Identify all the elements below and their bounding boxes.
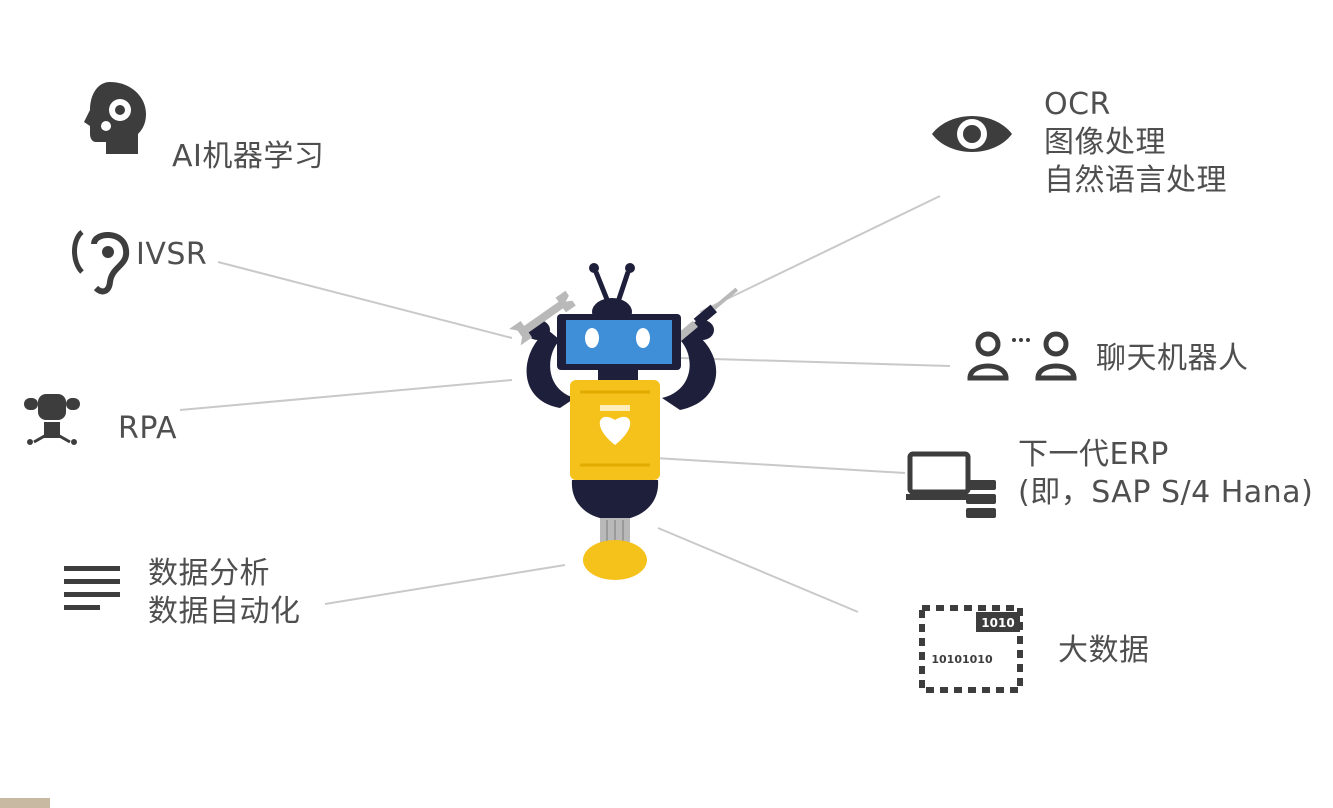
- label-bigdata: 大数据: [1058, 632, 1150, 670]
- robot-bot-icon: [24, 394, 80, 445]
- chip-bottom-label: 10101010: [931, 653, 993, 666]
- text-lines-icon: [64, 566, 120, 610]
- connector-chatbot: [679, 357, 951, 367]
- connector-bigdata: [657, 527, 859, 613]
- label-erp-line-2: (即，SAP S/4 Hana): [1018, 475, 1314, 510]
- robot-illustration: [509, 263, 739, 580]
- label-chatbot-line-1: 聊天机器人: [1096, 341, 1249, 376]
- connector-rpa: [179, 379, 513, 411]
- ear-icon: [72, 230, 130, 295]
- users-chat-icon: [967, 331, 1077, 381]
- corner-mark: [0, 798, 50, 808]
- label-ivsr: IVSR: [136, 236, 207, 274]
- connectors: [179, 195, 951, 613]
- label-bigdata-line-1: 大数据: [1058, 633, 1150, 668]
- chip-top-label: 1010: [981, 616, 1014, 630]
- label-ai-line-1: AI机器学习: [172, 139, 325, 174]
- eye-icon: [932, 116, 1012, 152]
- connector-ocr: [699, 195, 941, 313]
- label-ocr-line-1: OCR: [1044, 87, 1111, 122]
- computer-server-icon: [906, 451, 996, 518]
- connector-analytics: [324, 564, 566, 605]
- label-rpa: RPA: [118, 410, 177, 448]
- label-ocr: OCR 图像处理 自然语言处理: [1044, 86, 1227, 200]
- label-chatbot: 聊天机器人: [1096, 340, 1249, 378]
- label-erp-line-1: 下一代ERP: [1018, 437, 1169, 472]
- label-ivsr-line-1: IVSR: [136, 237, 208, 272]
- head-gear-icon: [84, 82, 146, 154]
- connector-ivsr: [217, 261, 513, 339]
- label-ocr-line-3: 自然语言处理: [1044, 163, 1227, 198]
- label-rpa-line-1: RPA: [118, 411, 178, 446]
- label-analytics: 数据分析 数据自动化: [148, 555, 301, 631]
- label-ocr-line-2: 图像处理: [1044, 125, 1166, 160]
- label-analytics-line-1: 数据分析: [148, 556, 270, 591]
- binary-chip-icon: 1010 10101010: [919, 605, 1023, 693]
- connector-erp: [654, 457, 906, 474]
- label-erp: 下一代ERP (即，SAP S/4 Hana): [1018, 436, 1313, 512]
- label-ai: AI机器学习: [172, 138, 324, 176]
- label-analytics-line-2: 数据自动化: [148, 594, 301, 629]
